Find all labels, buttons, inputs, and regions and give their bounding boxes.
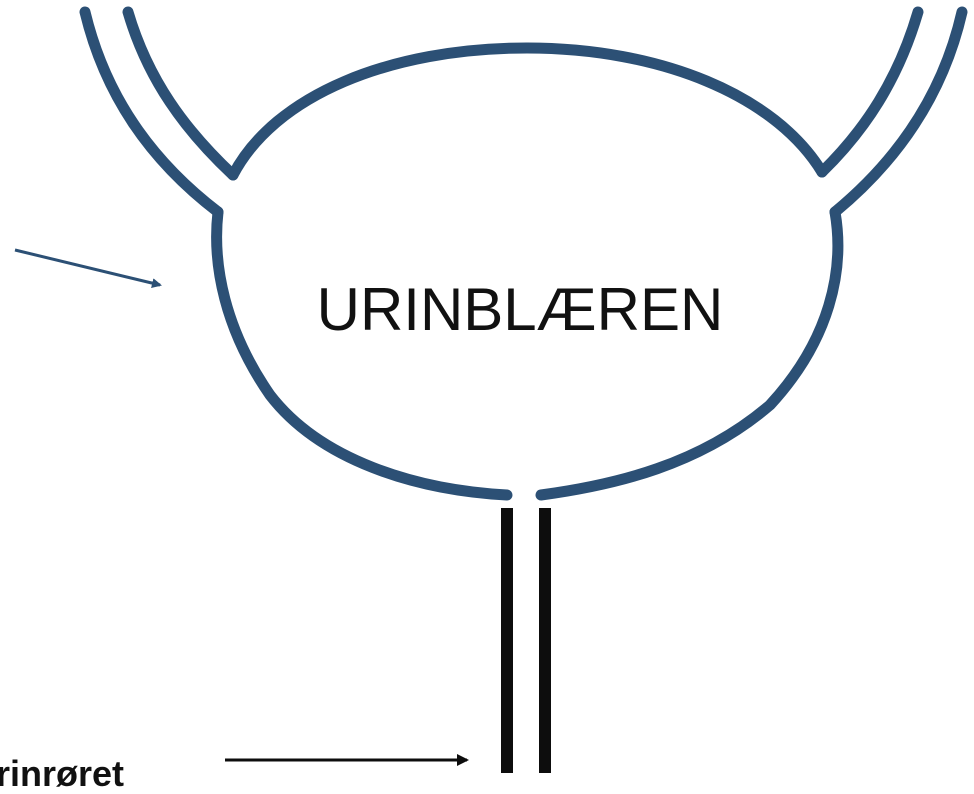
left-ureter [79,6,239,218]
right-ureter [816,6,968,218]
left-ureter-outer-wall [79,6,224,218]
bladder-label: URINBLÆREN [317,276,724,343]
bladder [211,42,844,501]
bladder-dome [227,42,828,181]
right-ureter-inner-wall [816,6,924,178]
bladder-body-right [535,206,844,501]
right-ureter-outer-wall [829,6,968,218]
left-ureter-inner-wall [122,6,239,181]
bladder-wall-arrow [14,248,162,288]
bladder-body-left [211,206,513,501]
urethra [501,508,551,773]
urethra-label: rinrøret [0,753,124,794]
